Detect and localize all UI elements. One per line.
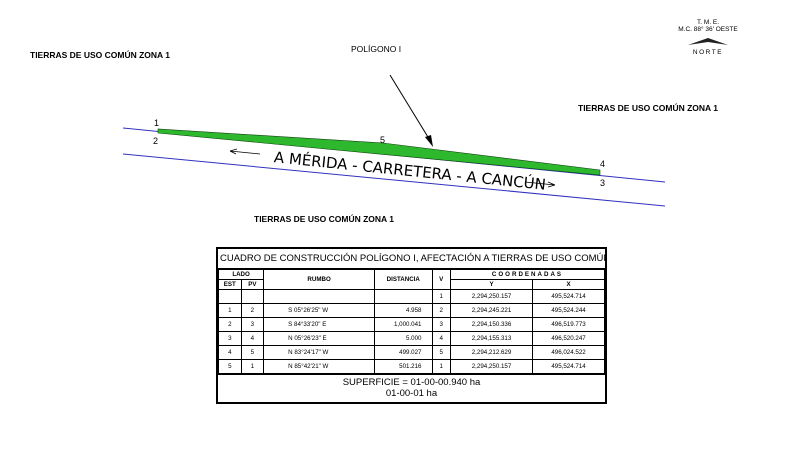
north-arrow-icon: [688, 38, 728, 45]
cell-pv: 2: [240, 303, 265, 318]
cell-pv: 1: [240, 359, 265, 374]
tme-label: T. M. E.: [697, 19, 719, 26]
arrowhead-icon: [425, 135, 433, 147]
cell-est: 5: [218, 359, 242, 374]
header-coordenadas: COORDENADAS: [449, 269, 606, 280]
cell-y: 2,294,212.629: [449, 345, 534, 360]
polygon-label: POLÍGONO I: [351, 44, 401, 54]
header-pv: PV: [240, 279, 265, 290]
cell-est: 3: [218, 331, 242, 346]
cell-y: 2,294,250.157: [449, 289, 534, 304]
cell-pv: 5: [240, 345, 265, 360]
cell-x: 495,524.244: [532, 303, 605, 318]
road-edge-south: [122, 153, 666, 207]
vertex-4: 4: [600, 159, 605, 169]
cell-y: 2,294,245.221: [449, 303, 534, 318]
arrow-right-icon: [524, 181, 556, 188]
cell-est: 1: [218, 303, 242, 318]
cell-distancia: [374, 289, 433, 304]
cell-rumbo: N 05°26'23" E: [263, 331, 376, 346]
vertex-2: 2: [153, 136, 158, 146]
superficie-value: SUPERFICIE = 01-00-00.940 ha: [342, 377, 481, 388]
header-est: EST: [218, 279, 242, 290]
zone-label-top-left: TIERRAS DE USO COMÚN ZONA 1: [30, 49, 170, 60]
cell-pv: 4: [240, 331, 265, 346]
cell-v: 1: [431, 289, 451, 304]
vertex-5: 5: [380, 135, 385, 145]
cell-distancia: 499.027: [374, 345, 433, 360]
cell-rumbo: N 85°42'21" W: [263, 359, 376, 374]
header-v: V: [431, 269, 451, 290]
arrow-left-icon: [229, 148, 261, 155]
cell-v: 4: [431, 331, 451, 346]
cell-distancia: 5.000: [374, 331, 433, 346]
header-rumbo: RUMBO: [263, 269, 376, 290]
vertex-1: 1: [154, 118, 159, 128]
cell-pv: [240, 289, 265, 304]
cell-x: 496,024.522: [532, 345, 605, 360]
superficie: SUPERFICIE = 01-00-00.940 ha 01-00-01 ha: [218, 374, 605, 402]
cell-rumbo: S 84°33'20" E: [263, 317, 376, 332]
cell-v: 1: [431, 359, 451, 374]
cell-est: 2: [218, 317, 242, 332]
header-y: Y: [449, 279, 534, 290]
cell-rumbo: [263, 289, 376, 304]
table-title: CUADRO DE CONSTRUCCIÓN POLÍGONO I, AFECT…: [218, 249, 605, 269]
cell-x: 495,524.714: [532, 289, 605, 304]
header-x: X: [532, 279, 605, 290]
cell-est: 4: [218, 345, 242, 360]
construction-table: CUADRO DE CONSTRUCCIÓN POLÍGONO I, AFECT…: [216, 247, 607, 404]
cell-est: [218, 289, 242, 304]
cell-y: 2,294,150.336: [449, 317, 534, 332]
north-label: NORTE: [693, 49, 723, 56]
polygon-i: [157, 128, 601, 176]
header-lado: LADO: [217, 269, 265, 280]
cell-x: 495,524.714: [532, 359, 605, 374]
cell-v: 5: [431, 345, 451, 360]
cell-distancia: 1,000.041: [374, 317, 433, 332]
cell-rumbo: S 05°26'25" W: [263, 303, 376, 318]
header-distancia: DISTANCIA: [374, 269, 433, 290]
north-arrow: T. M. E. M.C. 88° 36' OESTE NORTE: [678, 19, 738, 56]
zone-label-bottom: TIERRAS DE USO COMÚN ZONA 1: [254, 213, 394, 224]
cell-distancia: 501.216: [374, 359, 433, 374]
cell-pv: 3: [240, 317, 265, 332]
cell-v: 2: [431, 303, 451, 318]
meridian-label: M.C. 88° 36' OESTE: [678, 25, 738, 33]
superficie-rounded: 01-00-01 ha: [385, 388, 438, 399]
cell-v: 3: [431, 317, 451, 332]
cell-y: 2,294,155.313: [449, 331, 534, 346]
cell-distancia: 4.958: [374, 303, 433, 318]
cell-rumbo: N 83°24'17" W: [263, 345, 376, 360]
vertex-3: 3: [600, 178, 605, 188]
zone-label-top-right: TIERRAS DE USO COMÚN ZONA 1: [578, 102, 718, 113]
cell-y: 2,294,250.157: [449, 359, 534, 374]
cell-x: 496,519.773: [532, 317, 605, 332]
polygon-pointer: [389, 74, 432, 143]
cell-x: 496,520.247: [532, 331, 605, 346]
